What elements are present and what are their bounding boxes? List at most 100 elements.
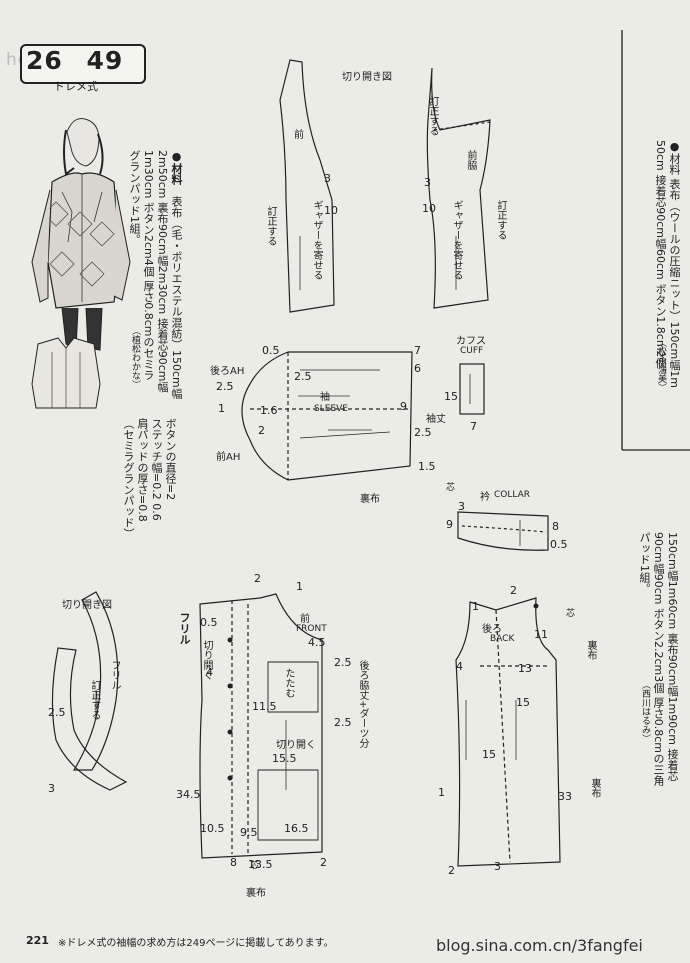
kirihiraku-2: 切り開く xyxy=(276,740,316,751)
num-front-05: 0.5 xyxy=(200,616,218,629)
urafu-3: 裏布 xyxy=(585,640,596,660)
num-cuff-7: 7 xyxy=(470,420,477,433)
num-frill-21: 2.5 xyxy=(48,706,66,719)
kirihiraku-1: 切り開く xyxy=(201,640,212,680)
num-1: 1 xyxy=(218,402,225,415)
cuff-label: カフス xyxy=(456,336,486,347)
button-note-4: （セミラグランパッド） xyxy=(122,418,135,539)
num-back-3: 3 xyxy=(494,860,501,873)
num-front-165: 16.5 xyxy=(284,822,309,835)
num-collar-05: 0.5 xyxy=(550,538,568,551)
num-front-25: 2.5 xyxy=(334,656,352,669)
num-front-105: 10.5 xyxy=(200,822,225,835)
button-note-1: ボタンの直径=2 xyxy=(164,418,177,501)
num-1-6: 1.6 xyxy=(260,404,278,417)
num-front-2b: 2 xyxy=(320,856,327,869)
shin-2: 芯 xyxy=(250,861,260,871)
pattern-badge xyxy=(20,44,146,84)
num-front-1: 1 xyxy=(296,580,303,593)
num-front-135: 13.5 xyxy=(248,858,273,871)
urafu-2: 裏布 xyxy=(246,888,266,899)
num-2: 2 xyxy=(258,424,265,437)
button-note-3: 肩パッドの厚さ=0.8 xyxy=(136,418,149,522)
num-cuff-15: 15 xyxy=(444,390,458,403)
right-bottom-3: パッド1組。 xyxy=(638,532,651,594)
model-illustration xyxy=(31,118,131,409)
front-label: 前 xyxy=(294,130,304,141)
right-bottom-2: 90cm幅90cm ボタン2.2cm3個 厚さ0.8cmの三角 xyxy=(652,532,665,787)
mae-waki-label: 前脇 xyxy=(465,150,476,170)
gather-2: ギャザーを寄せる xyxy=(451,200,462,280)
front-ah: 前AH xyxy=(216,452,241,463)
num-frill-3: 3 xyxy=(48,782,55,795)
collar-en: COLLAR xyxy=(494,490,531,500)
num-back-2b: 2 xyxy=(448,864,455,877)
ushiro-waki: 後ろ脇丈+ダーツ分 xyxy=(357,660,368,749)
num-front-45: 4.5 xyxy=(308,636,326,649)
num-2-5-b: 2.5 xyxy=(294,370,312,383)
num-3-b: 3 xyxy=(424,176,431,189)
sleeve-en: SLEEVE xyxy=(314,404,348,414)
num-back-11: 11 xyxy=(534,628,548,641)
num-back-33: 33 xyxy=(558,790,572,803)
num-front-115: 11.5 xyxy=(252,700,277,713)
frill-label-1: フリル xyxy=(109,660,120,690)
sleeve-label: 袖 xyxy=(320,392,330,403)
back-label: 後ろ xyxy=(482,624,502,635)
num-collar-9: 9 xyxy=(446,518,453,531)
num-back-1b: 1 xyxy=(438,786,445,799)
num-back-13: 13 xyxy=(518,662,532,675)
teisei-2: 訂正する xyxy=(427,96,438,136)
footer-note: ※ドレメ式の袖幅の求め方は249ページに掲載してあります。 xyxy=(58,938,334,949)
teisei-1: 訂正する xyxy=(265,206,276,246)
badge-code: 26 49 xyxy=(26,46,123,75)
num-0-5: 0.5 xyxy=(262,344,280,357)
materials-line-1: 表布（毛・ポリエステル混紡）150cm幅 xyxy=(170,196,183,399)
front-en: FRONT xyxy=(296,624,327,634)
num-7: 7 xyxy=(414,344,421,357)
badge-method: ドレメ式 xyxy=(54,80,98,93)
button-note-2: ステッチ幅=0.2 0.6 xyxy=(150,418,163,521)
page-number: 221 xyxy=(26,934,49,947)
num-2-5-c: 2.5 xyxy=(414,426,432,439)
collar-label: 衿 xyxy=(480,492,490,503)
right-designer-2: （西川はるみ） xyxy=(640,680,650,743)
blog-watermark: blog.sina.com.cn/3fangfei xyxy=(436,936,643,955)
num-front-4: 4 xyxy=(206,666,213,679)
num-front-8: 8 xyxy=(230,856,237,869)
materials-line-3: 1m30cm ボタン2cm4個 厚さ0.8cmのセミラ xyxy=(142,150,155,381)
right-designer-1: （松永浩美） xyxy=(656,338,666,392)
num-collar-3: 3 xyxy=(458,500,465,513)
back-en: BACK xyxy=(490,634,515,644)
shin-3: 芯 xyxy=(566,609,576,619)
num-6: 6 xyxy=(414,362,421,375)
sodetake: 袖丈 xyxy=(426,414,446,425)
num-front-155: 15.5 xyxy=(272,752,297,765)
materials-line-2: 2m50cm 裏布90cm幅2m30cm 接着芯90cm幅 xyxy=(156,150,169,393)
teisei-3: 訂正する xyxy=(495,200,506,240)
back-ah: 後ろAH xyxy=(210,366,245,377)
materials-heading: ●材料 xyxy=(170,150,183,185)
num-back-4: 4 xyxy=(456,660,463,673)
num-back-1: 1 xyxy=(472,600,479,613)
num-collar-8: 8 xyxy=(552,520,559,533)
badge-code-prefix: 26 xyxy=(26,46,63,75)
num-10-b: 10 xyxy=(422,202,436,215)
front-label-2: 前 xyxy=(300,614,310,625)
num-1-5: 1.5 xyxy=(418,460,436,473)
gather-1: ギャザーを寄せる xyxy=(311,200,322,280)
urafu-4: 裏布 xyxy=(589,778,600,798)
num-front-95: 9.5 xyxy=(240,826,258,839)
kirihiraki-bottom: 切り開き図 xyxy=(62,600,112,611)
materials-designer: （植松わかな） xyxy=(130,326,140,389)
num-back-2: 2 xyxy=(510,584,517,597)
kirihiraki-top: 切り開き図 xyxy=(342,72,392,83)
teisei-4: 訂正する xyxy=(89,680,100,720)
right-divider xyxy=(621,30,690,451)
cuff-en: CUFF xyxy=(460,346,484,356)
num-3-a: 3 xyxy=(324,172,331,185)
right-bottom-1: 150cm幅1m60cm 裏布90cm幅1m90cm 接着芯 xyxy=(666,532,679,782)
frill-label-2: フリル xyxy=(178,612,191,645)
